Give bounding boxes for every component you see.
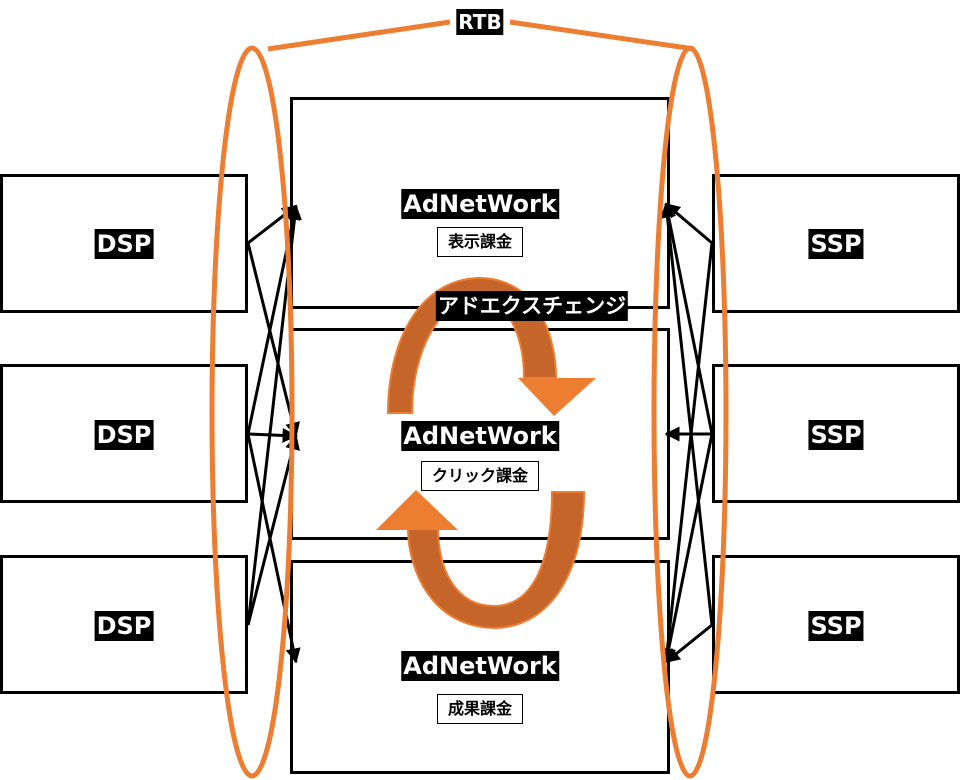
connector-dsp2-an1 bbox=[246, 204, 301, 435]
connector-dsp3-an1 bbox=[246, 204, 302, 626]
connector-ssp1-an3 bbox=[660, 242, 714, 664]
billing-label-top: 表示課金 bbox=[436, 227, 524, 257]
billing-label-middle: クリック課金 bbox=[420, 461, 540, 491]
connector-dsp2-an3 bbox=[246, 433, 301, 664]
rtb-label-line-right bbox=[509, 19, 695, 52]
billing-label-bottom: 成果課金 bbox=[436, 694, 524, 724]
connector-dsp1-an2 bbox=[246, 242, 301, 438]
connector-dsp1-an1 bbox=[247, 204, 298, 245]
ssp-box-2 bbox=[712, 364, 960, 503]
ssp-connector-lines bbox=[660, 202, 714, 664]
ssp-label-3: SSP bbox=[808, 611, 864, 641]
dsp-label-3: DSP bbox=[94, 611, 154, 641]
connector-ssp2-an3 bbox=[661, 433, 714, 664]
connector-ssp1-an1 bbox=[664, 202, 713, 245]
connector-dsp3-an2 bbox=[246, 434, 300, 626]
ad-exchange-label: アドエクスチェンジ bbox=[435, 291, 629, 321]
connector-ssp3-an1 bbox=[660, 202, 714, 626]
dsp-connector-lines bbox=[246, 204, 302, 664]
adnetwork-label-top: AdNetWork bbox=[401, 189, 559, 219]
adnetwork-label-middle: AdNetWork bbox=[401, 421, 559, 451]
dsp-label-2: DSP bbox=[94, 420, 154, 450]
rtb-label: RTB bbox=[456, 9, 504, 35]
connector-dsp2-an2 bbox=[247, 427, 298, 443]
dsp-label-1: DSP bbox=[94, 229, 154, 259]
ssp-label-2: SSP bbox=[808, 420, 864, 450]
adnetwork-label-bottom: AdNetWork bbox=[401, 651, 559, 681]
connector-ssp2-an1 bbox=[661, 202, 714, 435]
rtb-label-line-left bbox=[267, 19, 451, 52]
connector-ssp3-an3 bbox=[664, 623, 713, 664]
ssp-label-1: SSP bbox=[808, 229, 864, 259]
